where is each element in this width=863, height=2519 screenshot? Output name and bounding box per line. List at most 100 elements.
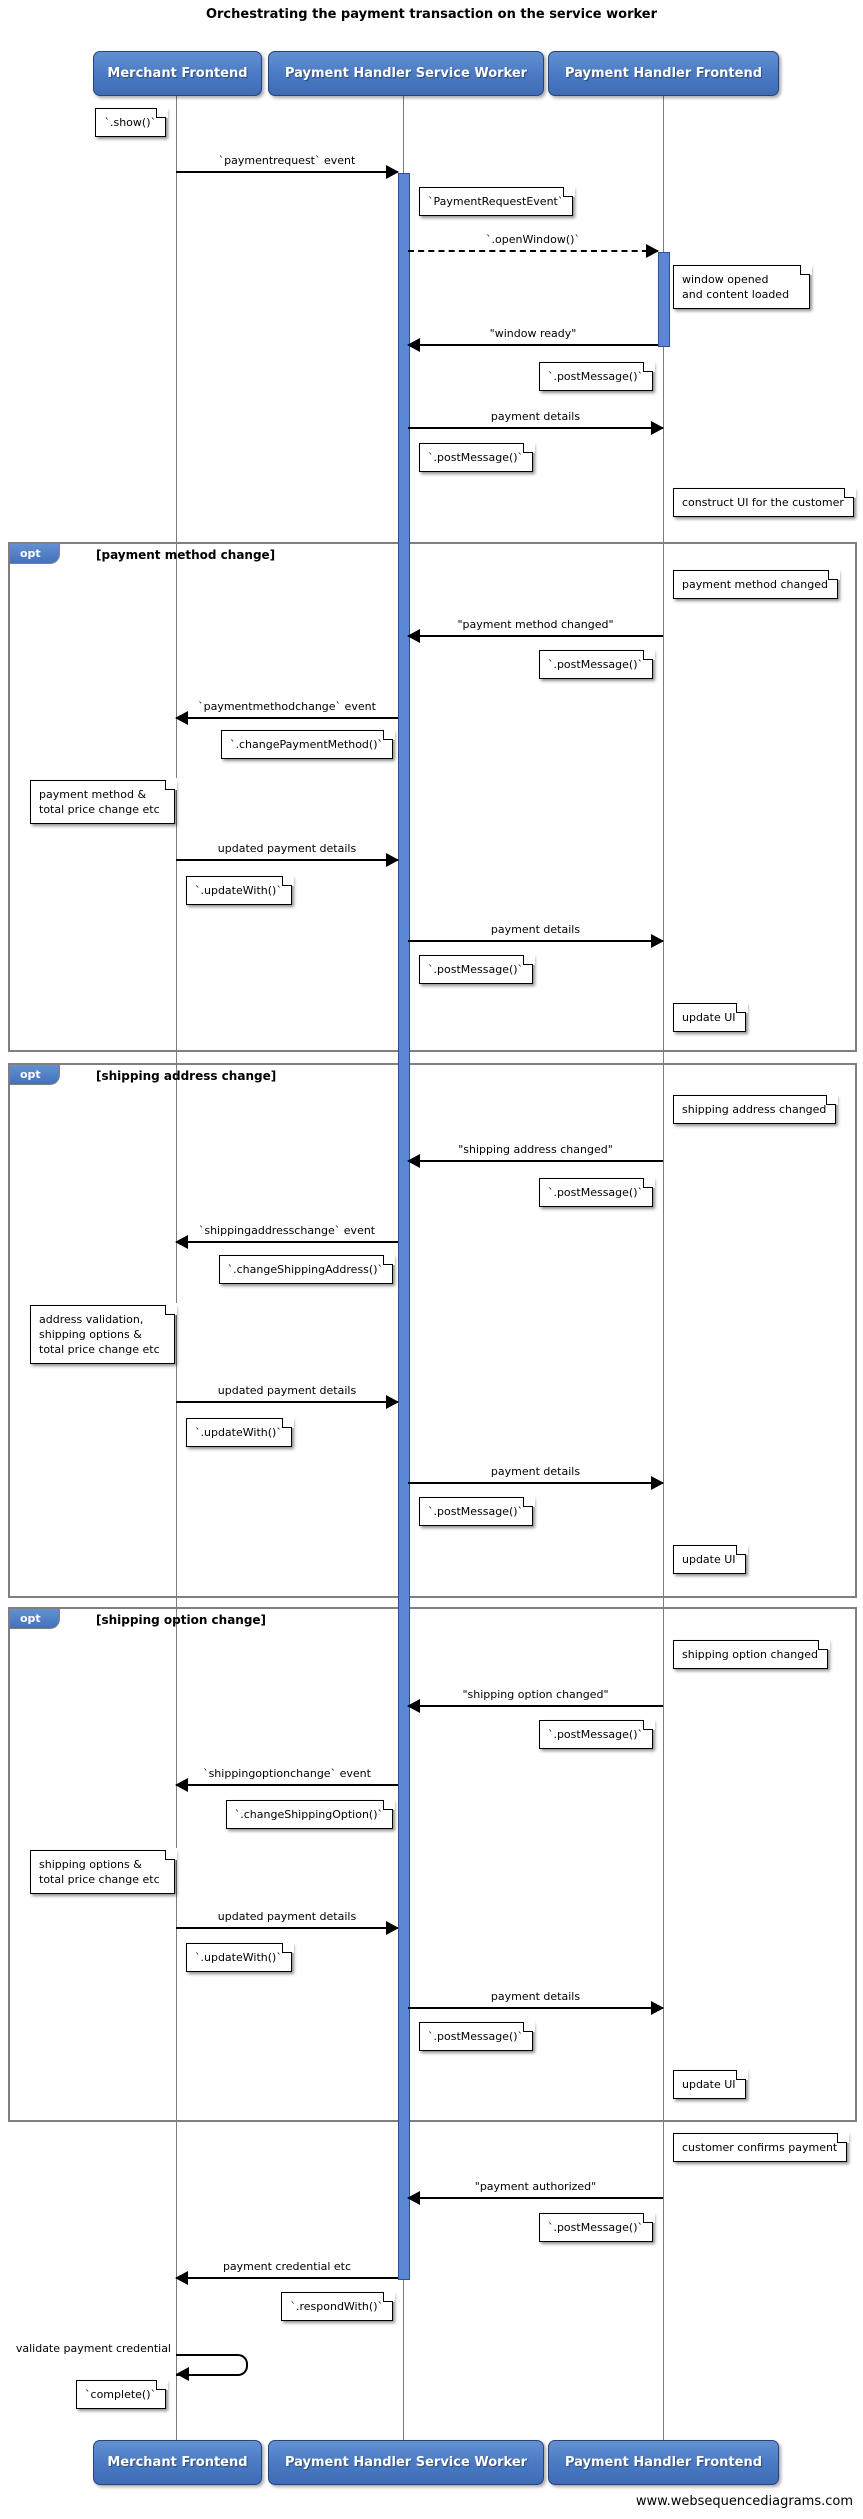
note-29: `.respondWith()` [281, 2292, 393, 2321]
message-line [176, 1241, 398, 1243]
participant-box-top-2: Payment Handler Frontend [548, 51, 779, 96]
message-label: "shipping option changed" [462, 1688, 609, 1701]
arrowhead-left [407, 629, 420, 643]
message-label: `shippingaddresschange` event [198, 1224, 376, 1237]
message-line [176, 171, 398, 173]
message-label: updated payment details [217, 1384, 357, 1397]
note-0: `.show()` [95, 108, 166, 137]
arrowhead-left [407, 2191, 420, 2205]
note-2: window opened and content loaded [673, 265, 810, 309]
opt-frame-condition: [shipping address change] [96, 1069, 277, 1083]
message-label: `.openWindow()` [486, 233, 580, 246]
service-worker-activation [398, 173, 410, 2280]
message-label: "shipping address changed" [458, 1143, 613, 1156]
diagram-title: Orchestrating the payment transaction on… [205, 7, 658, 22]
arrowhead-left [175, 711, 188, 725]
opt-frame-1: opt [shipping address change] [8, 1063, 857, 1598]
self-message-arrowhead [176, 2367, 189, 2381]
message-label: payment details [490, 1465, 581, 1478]
note-7: `.postMessage()` [538, 650, 654, 679]
arrowhead-right [646, 244, 659, 258]
message-line [408, 2007, 663, 2009]
participant-box-top-0: Merchant Frontend [93, 51, 262, 96]
message-line [176, 1784, 398, 1786]
arrowhead-right [386, 1395, 399, 1409]
arrowhead-left [175, 2271, 188, 2285]
message-label: payment credential etc [222, 2260, 352, 2273]
message-label: `paymentmethodchange` event [198, 700, 376, 713]
note-13: shipping address changed [673, 1095, 837, 1124]
message-label: payment details [490, 923, 581, 936]
note-4: `.postMessage()` [419, 443, 534, 472]
message-line [176, 717, 398, 719]
message-label: `shippingoptionchange` event [203, 1767, 371, 1780]
arrowhead-right [386, 1921, 399, 1935]
note-1: `PaymentRequestEvent` [419, 187, 574, 216]
note-5: construct UI for the customer [673, 488, 854, 517]
arrowhead-left [175, 1235, 188, 1249]
watermark-footer: www.websequencediagrams.com [635, 2494, 853, 2509]
payment-handler-frontend-activation [658, 252, 670, 347]
arrowhead-left [407, 338, 420, 352]
note-14: `.postMessage()` [538, 1178, 654, 1207]
message-line [408, 940, 663, 942]
note-6: payment method changed [673, 570, 838, 599]
message-label: `paymentrequest` event [218, 154, 356, 167]
lifeline-0 [175, 94, 177, 2443]
note-23: shipping options & total price change et… [30, 1850, 175, 1894]
participant-box-bottom-0: Merchant Frontend [93, 2440, 262, 2485]
participant-box-top-1: Payment Handler Service Worker [268, 51, 544, 96]
note-18: `.postMessage()` [419, 1497, 534, 1526]
opt-frame-tab: opt [10, 544, 60, 564]
arrowhead-right [651, 2001, 664, 2015]
message-line [408, 344, 658, 346]
note-25: `.postMessage()` [419, 2022, 534, 2051]
note-30: `complete()` [76, 2380, 166, 2409]
message-line [408, 635, 663, 637]
message-line [176, 2277, 398, 2279]
message-label: "payment authorized" [474, 2180, 597, 2193]
opt-frame-2: opt [shipping option change] [8, 1607, 857, 2122]
opt-frame-tab: opt [10, 1065, 60, 1085]
note-17: `.updateWith()` [186, 1418, 292, 1447]
opt-frame-condition: [shipping option change] [96, 1613, 267, 1627]
note-20: shipping option changed [673, 1640, 828, 1669]
note-16: address validation, shipping options & t… [30, 1305, 175, 1364]
lifeline-2 [662, 94, 664, 2443]
note-22: `.changeShippingOption()` [225, 1800, 394, 1829]
message-label: updated payment details [217, 1910, 357, 1923]
message-line [176, 1927, 398, 1929]
note-24: `.updateWith()` [186, 1943, 292, 1972]
message-line [408, 1482, 663, 1484]
arrowhead-left [407, 1154, 420, 1168]
note-10: `.updateWith()` [186, 876, 292, 905]
arrowhead-right [651, 421, 664, 435]
message-line [408, 1705, 663, 1707]
note-8: `.changePaymentMethod()` [221, 730, 393, 759]
arrowhead-left [407, 1699, 420, 1713]
message-line [408, 2197, 663, 2199]
arrowhead-right [651, 934, 664, 948]
opt-frame-tab: opt [10, 1609, 60, 1629]
arrowhead-right [386, 853, 399, 867]
message-line [408, 427, 663, 429]
arrowhead-left [175, 1778, 188, 1792]
opt-frame-condition: [payment method change] [96, 548, 276, 562]
participant-box-bottom-1: Payment Handler Service Worker [268, 2440, 544, 2485]
message-line [408, 1160, 663, 1162]
note-26: update UI [673, 2070, 746, 2099]
message-label: updated payment details [217, 842, 357, 855]
self-message-loop [176, 2354, 248, 2376]
message-label: payment details [490, 1990, 581, 2003]
note-19: update UI [673, 1545, 746, 1574]
note-3: `.postMessage()` [538, 362, 654, 391]
note-15: `.changeShippingAddress()` [218, 1255, 394, 1284]
note-9: payment method & total price change etc [30, 780, 175, 824]
self-message-label: validate payment credential [15, 2342, 171, 2355]
note-21: `.postMessage()` [538, 1720, 654, 1749]
message-label: "payment method changed" [457, 618, 614, 631]
opt-frame-0: opt [payment method change] [8, 542, 857, 1052]
message-line [176, 1401, 398, 1403]
message-label: payment details [490, 410, 581, 423]
